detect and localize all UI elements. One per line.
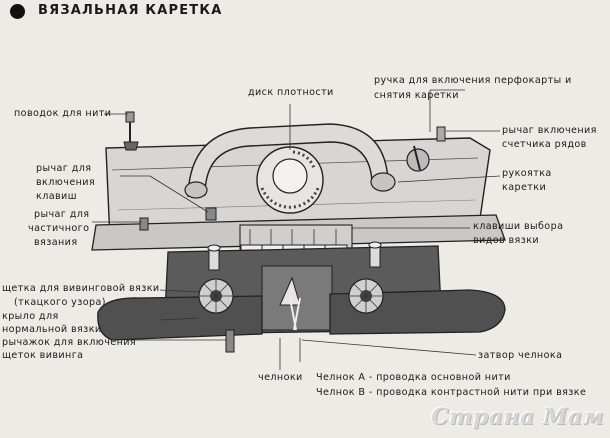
label-brush-lever-1: рычажок для включения — [2, 337, 137, 348]
label-sinker-gate: затвор челнока — [478, 350, 563, 361]
label-punchcard-handle-1: ручка для включения перфокарты и — [374, 75, 572, 86]
title-bullet-icon — [10, 4, 25, 19]
label-weaving-brush-1: щетка для вивинговой вязки — [2, 283, 160, 294]
label-punchcard-handle-2: снятия каретки — [374, 90, 459, 101]
label-carriage-handle-2: каретки — [502, 182, 547, 193]
label-wing-2: нормальной вязки — [2, 324, 102, 335]
label-carriage-handle-1: рукоятка — [502, 168, 552, 179]
label-knit-keys-2: видов вязки — [473, 235, 540, 246]
label-feeder-b: Челнок В - проводка контрастной нити при… — [316, 387, 587, 398]
label-brush-lever-2: щеток вивинга — [2, 350, 84, 361]
label-key-lever-1: рычаг для — [36, 163, 92, 174]
label-feeders: челноки — [258, 372, 303, 383]
label-partial-lever-2: частичного — [28, 223, 90, 234]
label-weaving-brush-2: (ткацкого узора) — [14, 297, 106, 308]
label-yarn-guide: поводок для нити — [14, 108, 112, 119]
label-partial-lever-3: вязания — [34, 237, 78, 248]
label-feeder-a: Челнок А - проводка основной нити — [316, 372, 511, 383]
label-knit-keys-1: клавиши выбора — [473, 221, 564, 232]
label-row-counter-2: счетчика рядов — [502, 139, 587, 150]
label-key-lever-3: клавиш — [36, 191, 77, 202]
watermark-logo: Страна Мам — [431, 404, 604, 430]
label-key-lever-2: включения — [36, 177, 96, 188]
label-partial-lever-1: рычаг для — [34, 209, 90, 220]
label-wing-1: крыло для — [2, 311, 59, 322]
label-row-counter-1: рычаг включения — [502, 125, 597, 136]
label-tension-dial: диск плотности — [248, 87, 334, 98]
page-title: ВЯЗАЛЬНАЯ КАРЕТКА — [38, 3, 223, 18]
